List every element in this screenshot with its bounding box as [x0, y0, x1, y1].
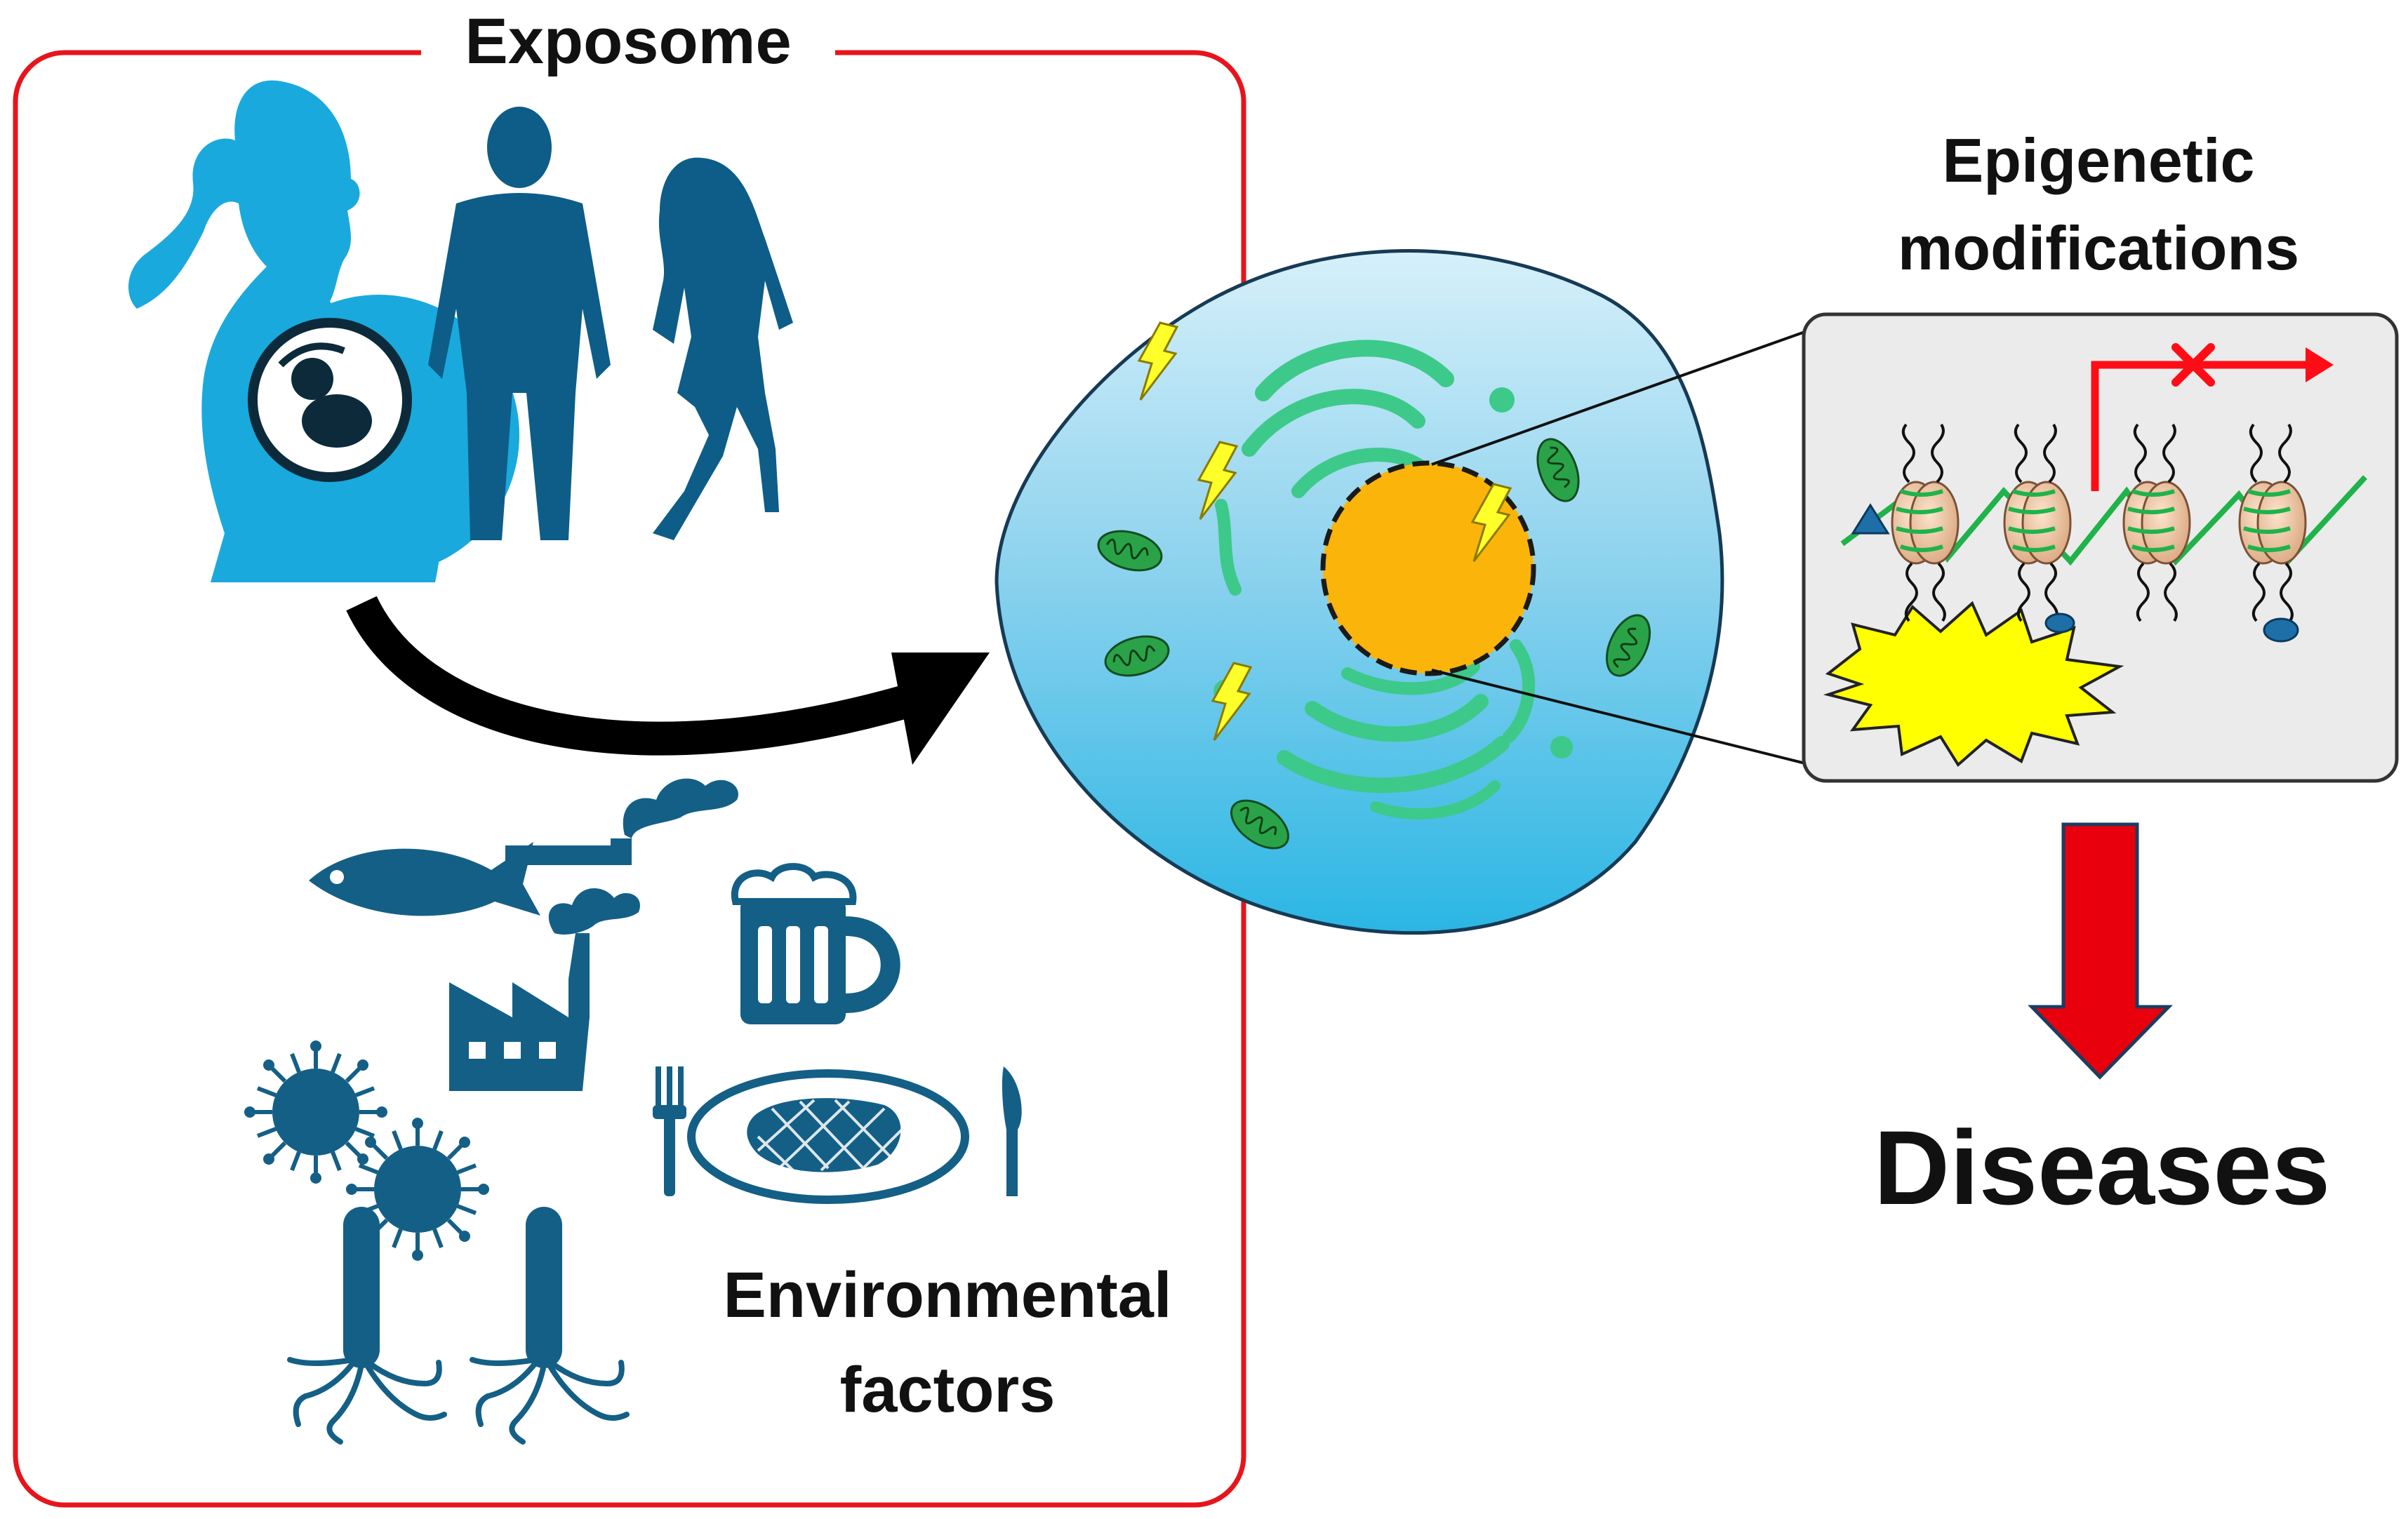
fish-icon	[309, 842, 540, 916]
disease-arrow	[2028, 822, 2173, 1080]
histone-mark	[2044, 613, 2075, 634]
environmental-label-line1: Environmental	[723, 1259, 1172, 1331]
epigenetic-title-line1: Epigenetic	[1942, 126, 2255, 195]
histone-mark	[1851, 503, 1890, 535]
epigenetic-title-line2: modifications	[1897, 213, 2300, 283]
man-silhouette-icon	[428, 107, 611, 540]
factory-icon	[449, 888, 640, 1091]
beer-mug-icon	[731, 863, 900, 1024]
exposome-title: Exposome	[421, 6, 835, 79]
environmental-label-line2: factors	[839, 1354, 1056, 1426]
zoom-line	[1431, 328, 1811, 466]
cell-icon	[995, 249, 1724, 935]
plate-steak-icon	[687, 1069, 969, 1204]
bacterium-icon	[290, 1207, 444, 1442]
exposure-arrow	[346, 596, 990, 765]
bacterium-icon	[472, 1207, 627, 1442]
zoom-line	[1431, 669, 1811, 766]
fork-icon	[653, 1066, 686, 1196]
woman-silhouette-icon	[653, 157, 793, 541]
blocked-transcription-arrow-icon	[2091, 343, 2334, 491]
fetus-icon	[248, 318, 412, 482]
burst-icon	[1823, 601, 2124, 768]
knife-icon	[1002, 1066, 1022, 1196]
histone-mark	[2263, 617, 2299, 643]
virus-icon	[244, 1040, 387, 1184]
diseases-label: Diseases	[1873, 1109, 2331, 1226]
epigenetic-panel	[1802, 312, 2399, 783]
pipe-smoke-icon	[505, 778, 738, 865]
